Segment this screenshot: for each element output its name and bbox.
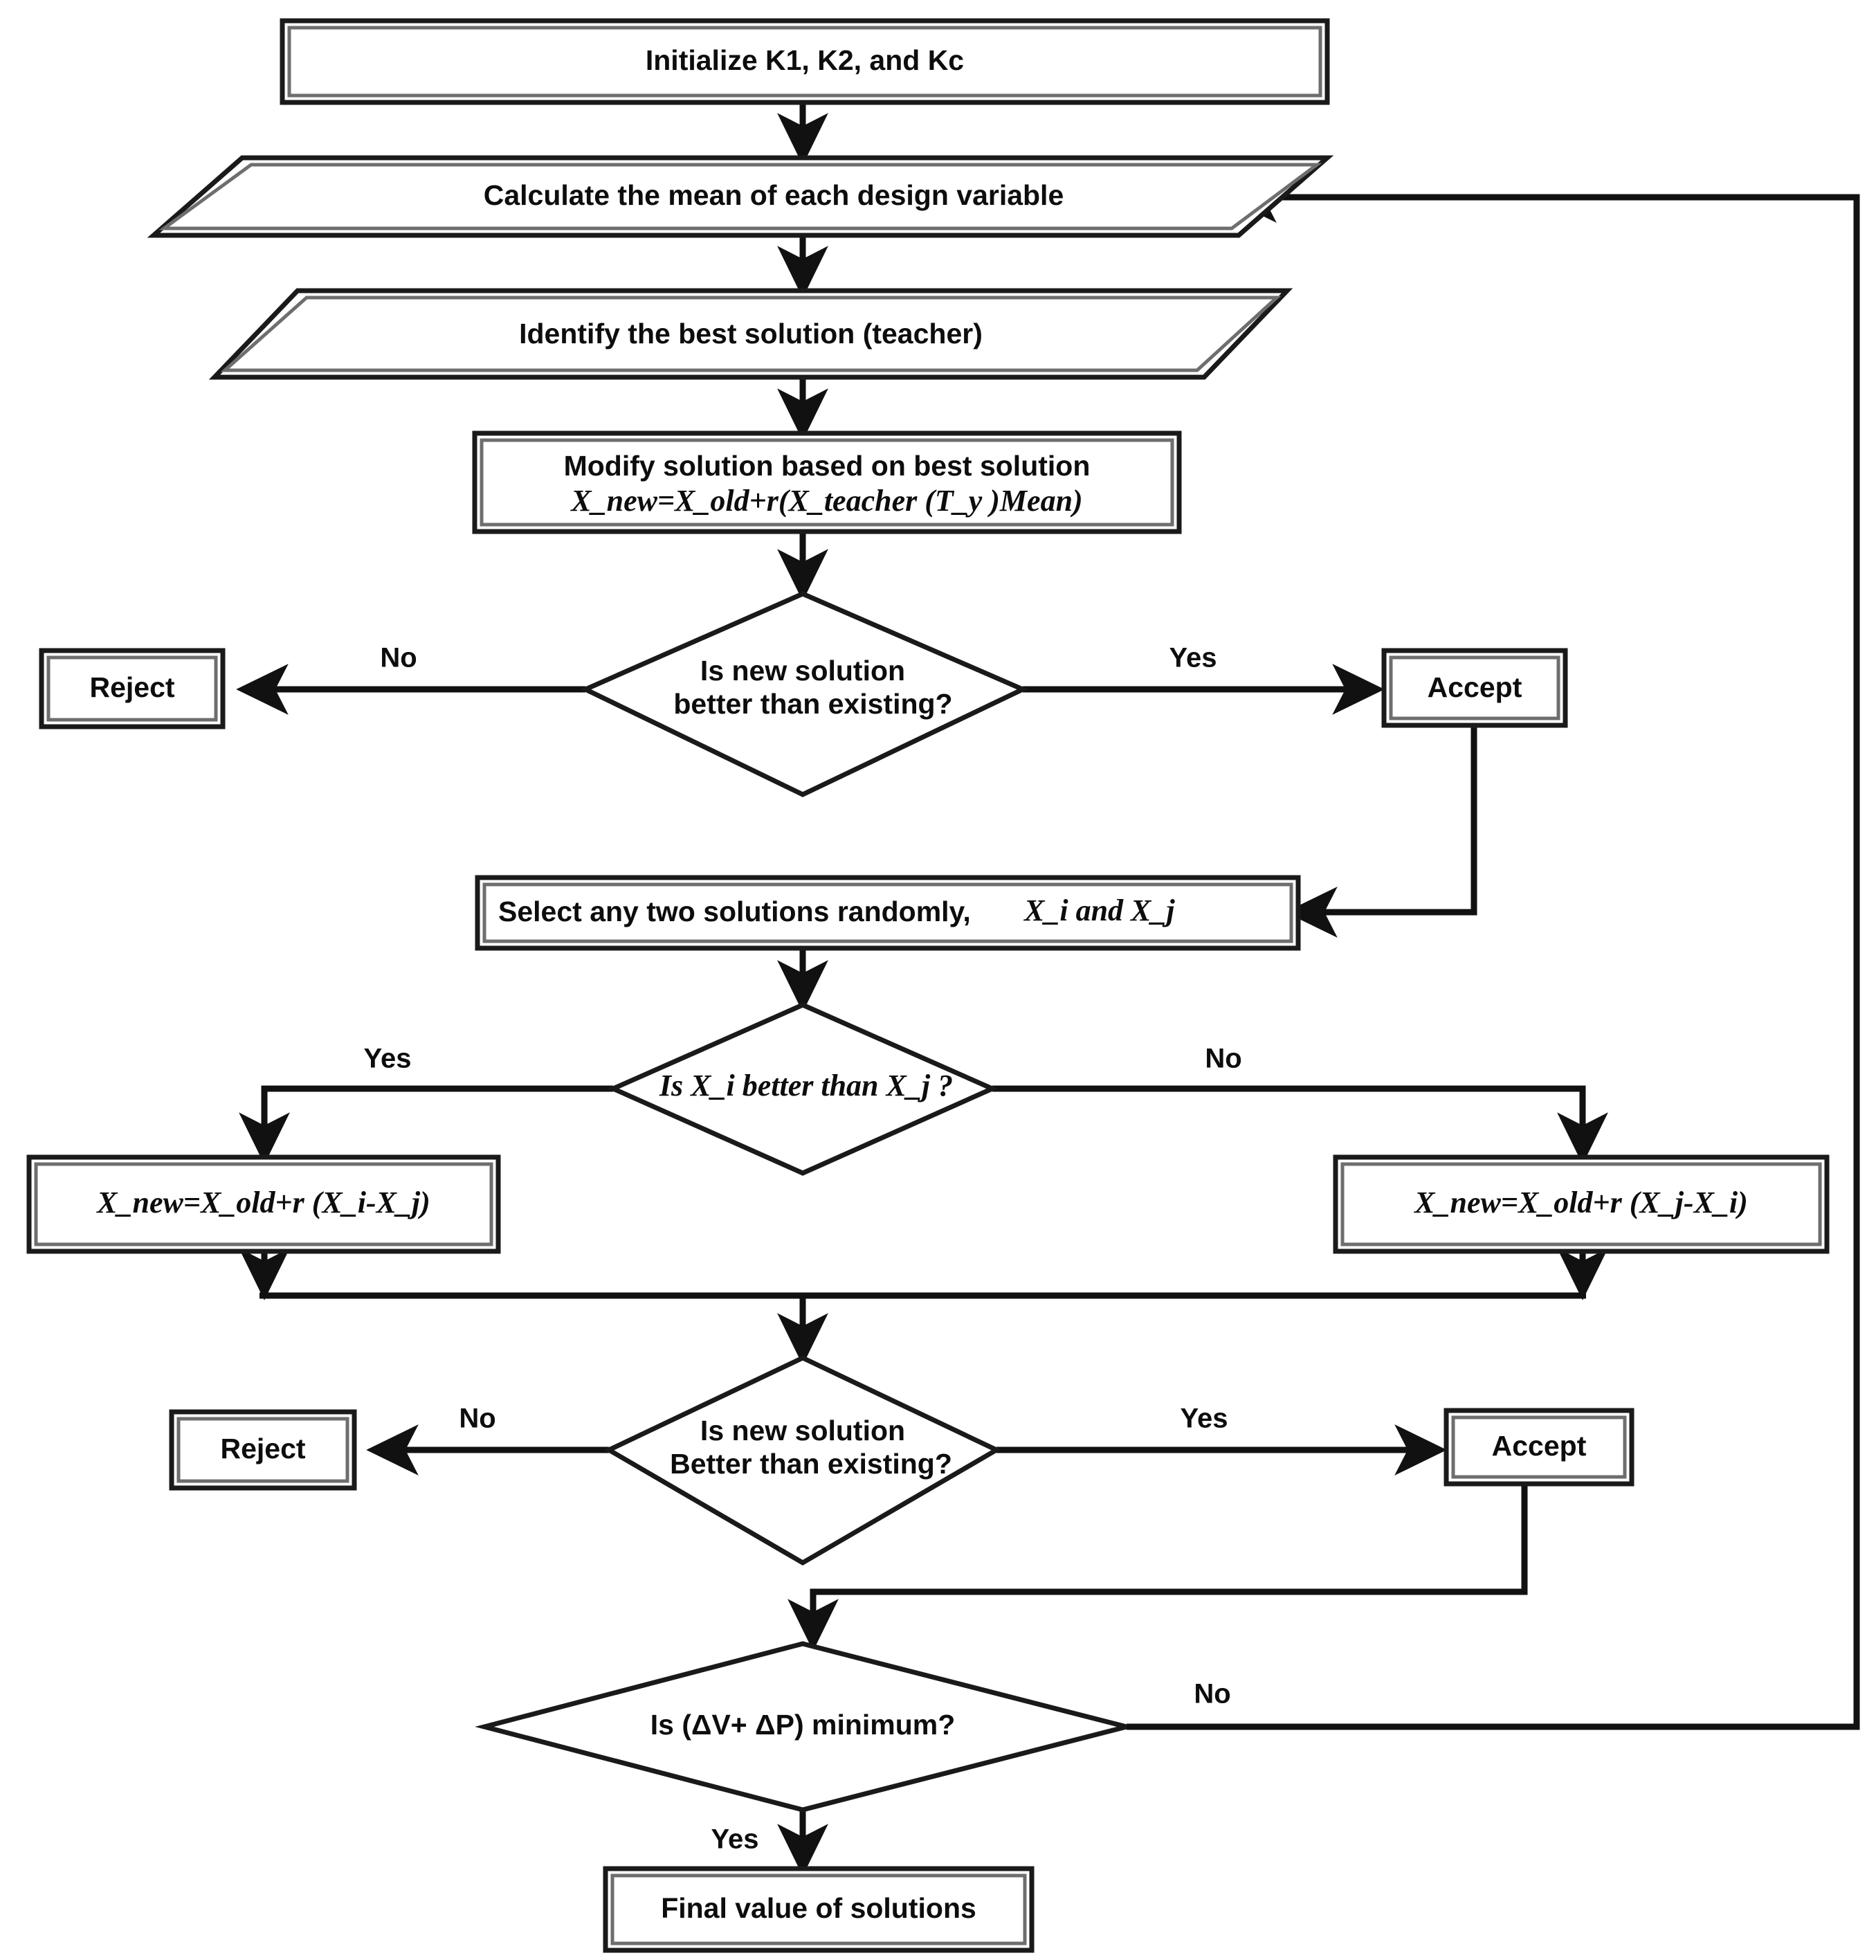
edge-label-converged-no: No	[1194, 1679, 1230, 1709]
node-reject-top[interactable]: Reject	[39, 648, 226, 729]
node-reject-top-label: Reject	[89, 671, 174, 703]
node-select-two[interactable]: Select any two solutions randomly, X_i a…	[475, 875, 1301, 951]
node-initialize-label: Initialize K1, K2, and Kc	[646, 44, 964, 76]
node-identify-best[interactable]: Identify the best solution (teacher)	[208, 288, 1293, 380]
edge-accept-to-selecttwo	[1285, 724, 1477, 938]
node-decision-learner[interactable]: Is new solution Better than existing?	[603, 1355, 1002, 1566]
node-accept-top-label: Accept	[1428, 671, 1522, 703]
node-final-value[interactable]: Final value of solutions	[603, 1866, 1035, 1953]
node-decision-xi-xj[interactable]: Is X_i better than X_j ?	[607, 1002, 999, 1176]
edge-label-xixj-yes: Yes	[364, 1044, 412, 1074]
node-calculate-mean[interactable]: Calculate the mean of each design variab…	[147, 155, 1334, 238]
edge-label-learner-yes: Yes	[1181, 1404, 1228, 1434]
node-decision-xi-xj-label: Is X_i better than X_j ?	[659, 1069, 953, 1102]
node-accept-bottom[interactable]: Accept	[1444, 1408, 1634, 1487]
node-decision-learner-label-line2: Better than existing?	[670, 1448, 952, 1480]
node-reject-bottom[interactable]: Reject	[169, 1409, 357, 1491]
node-calculate-mean-label: Calculate the mean of each design variab…	[484, 179, 1064, 211]
edge-label-teacher-no: No	[380, 643, 417, 673]
edge-acceptbottom-to-decision4	[787, 1481, 1528, 1651]
node-accept-bottom-label: Accept	[1492, 1430, 1587, 1462]
edge-label-learner-no: No	[459, 1404, 495, 1434]
node-select-two-label-plain: Select any two solutions randomly,	[498, 896, 971, 927]
node-modify-solution-label-line2: X_new=X_old+r(X_teacher (T_y )Mean)	[570, 484, 1082, 518]
edge-decision4-no-feedback-loop	[1127, 172, 1860, 1730]
edge-label-teacher-yes: Yes	[1169, 643, 1217, 673]
node-formula-left[interactable]: X_new=X_old+r (X_i-X_j)	[26, 1154, 501, 1254]
node-formula-right[interactable]: X_new=X_old+r (X_j-X_i)	[1333, 1154, 1830, 1254]
node-formula-right-label: X_new=X_old+r (X_j-X_i)	[1413, 1186, 1748, 1219]
node-select-two-label-italic: X_i and X_j	[1023, 893, 1175, 927]
node-final-value-label: Final value of solutions	[661, 1892, 976, 1924]
node-decision-teacher-label-line2: better than existing?	[673, 688, 952, 720]
node-decision-converged-label: Is (ΔV+ ΔP) minimum?	[650, 1709, 956, 1741]
node-accept-top[interactable]: Accept	[1381, 648, 1568, 728]
node-decision-learner-label-line1: Is new solution	[700, 1415, 905, 1446]
node-initialize[interactable]: Initialize K1, K2, and Kc	[280, 18, 1330, 105]
edge-label-converged-yes: Yes	[711, 1824, 759, 1855]
node-formula-left-label: X_new=X_old+r (X_i-X_j)	[95, 1186, 430, 1219]
node-decision-teacher-label-line1: Is new solution	[700, 655, 905, 687]
node-decision-converged[interactable]: Is (ΔV+ ΔP) minimum?	[475, 1641, 1127, 1813]
node-identify-best-label: Identify the best solution (teacher)	[519, 318, 983, 350]
edge-decision2-yes-formulaleft	[239, 1085, 613, 1165]
node-modify-solution[interactable]: Modify solution based on best solution X…	[472, 430, 1182, 534]
edge-label-xixj-no: No	[1205, 1044, 1241, 1074]
edge-decision2-no-formularight	[992, 1085, 1608, 1165]
node-modify-solution-label-line1: Modify solution based on best solution	[564, 450, 1091, 482]
node-decision-teacher[interactable]: Is new solution better than existing?	[579, 591, 1029, 797]
node-reject-bottom-label: Reject	[220, 1433, 305, 1464]
